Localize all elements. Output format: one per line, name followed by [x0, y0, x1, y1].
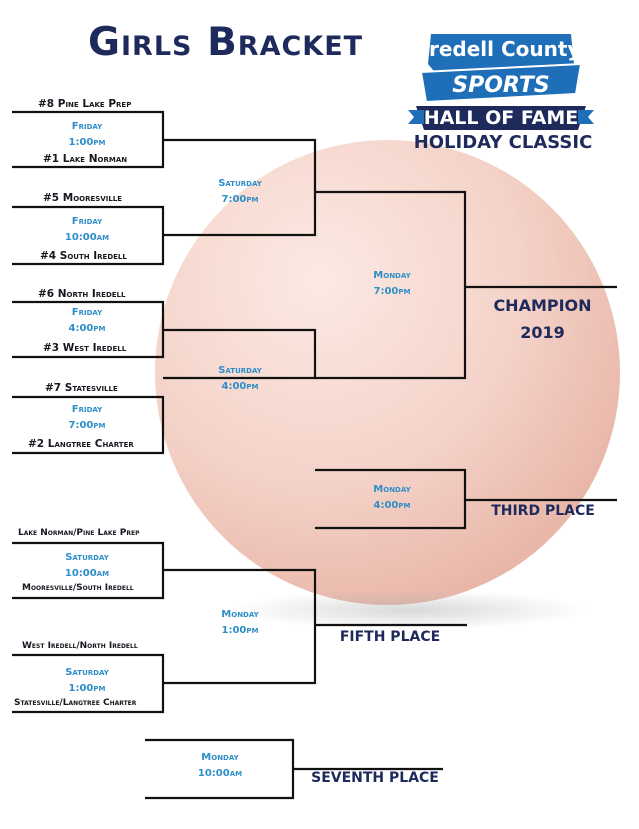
- consolation1-time: Saturday 10:00am: [52, 550, 122, 582]
- consolation1-hour: 10:00am: [64, 568, 110, 579]
- team-seed-3: #3 West Iredell: [43, 342, 127, 354]
- team-seed-8: #8 Pine Lake Prep: [38, 98, 132, 110]
- consolation2-day: Saturday: [65, 667, 109, 678]
- seventh-place-label: SEVENTH PLACE: [311, 770, 439, 786]
- holiday-classic-subtitle: HOLIDAY CLASSIC: [413, 132, 593, 153]
- team-seed-4: #4 South Iredell: [40, 250, 127, 262]
- hall-of-fame-logo: Iredell County SPORTS HALL OF FAME: [408, 34, 594, 130]
- final-day: Monday: [373, 270, 411, 281]
- semi1-time: Saturday 7:00pm: [200, 176, 280, 208]
- seventh-hour: 10:00am: [197, 768, 243, 779]
- ball-shadow: [230, 590, 590, 630]
- final-hour: 7:00pm: [373, 286, 411, 297]
- consolation2-bottom: Statesville/Langtree Charter: [14, 698, 137, 708]
- consolation2-top: West Iredell/North Iredell: [22, 641, 138, 651]
- third-time: Monday 4:00pm: [352, 482, 432, 514]
- game2-day: Friday: [71, 216, 103, 227]
- game4-time: Friday 7:00pm: [52, 402, 122, 434]
- consolation1-day: Saturday: [65, 552, 109, 563]
- game4-hour: 7:00pm: [68, 420, 106, 431]
- team-seed-2: #2 Langtree Charter: [28, 438, 134, 450]
- logo-line2: SPORTS: [452, 73, 549, 98]
- game3-hour: 4:00pm: [68, 323, 106, 334]
- page-title: Girls Bracket: [88, 20, 364, 65]
- champion-label: CHAMPION 2019: [480, 292, 605, 346]
- game2-hour: 10:00am: [64, 232, 110, 243]
- third-hour: 4:00pm: [373, 500, 411, 511]
- logo-line1: Iredell County: [422, 37, 581, 61]
- game1-day: Friday: [71, 121, 103, 132]
- game4-day: Friday: [71, 404, 103, 415]
- fifth-time: Monday 1:00pm: [200, 607, 280, 639]
- semi2-hour: 4:00pm: [221, 381, 259, 392]
- consolation2-hour: 1:00pm: [68, 683, 106, 694]
- semi2-time: Saturday 4:00pm: [200, 363, 280, 395]
- game1-time: Friday 1:00pm: [52, 119, 122, 151]
- fifth-place-label: FIFTH PLACE: [339, 629, 441, 645]
- game3-day: Friday: [71, 307, 103, 318]
- team-seed-6: #6 North Iredell: [38, 288, 126, 300]
- seventh-time: Monday 10:00am: [180, 750, 260, 782]
- game1-hour: 1:00pm: [68, 137, 106, 148]
- logo-line3: HALL OF FAME: [424, 107, 579, 129]
- consolation2-time: Saturday 1:00pm: [52, 665, 122, 697]
- semi1-hour: 7:00pm: [221, 194, 259, 205]
- champion-text: CHAMPION: [493, 296, 592, 315]
- seventh-day: Monday: [201, 752, 239, 763]
- fifth-hour: 1:00pm: [221, 625, 259, 636]
- team-seed-7: #7 Statesville: [45, 382, 118, 394]
- fifth-day: Monday: [221, 609, 259, 620]
- semi2-day: Saturday: [218, 365, 262, 376]
- champion-year: 2019: [520, 323, 565, 342]
- game2-time: Friday 10:00am: [52, 214, 122, 246]
- consolation1-top: Lake Norman/Pine Lake Prep: [18, 528, 140, 538]
- game3-time: Friday 4:00pm: [52, 305, 122, 337]
- third-place-label: THIRD PLACE: [491, 503, 595, 519]
- third-day: Monday: [373, 484, 411, 495]
- team-seed-1: #1 Lake Norman: [43, 153, 128, 165]
- final-time: Monday 7:00pm: [352, 268, 432, 300]
- semi1-day: Saturday: [218, 178, 262, 189]
- team-seed-5: #5 Mooresville: [43, 192, 123, 204]
- consolation1-bottom: Mooresville/South Iredell: [22, 583, 134, 593]
